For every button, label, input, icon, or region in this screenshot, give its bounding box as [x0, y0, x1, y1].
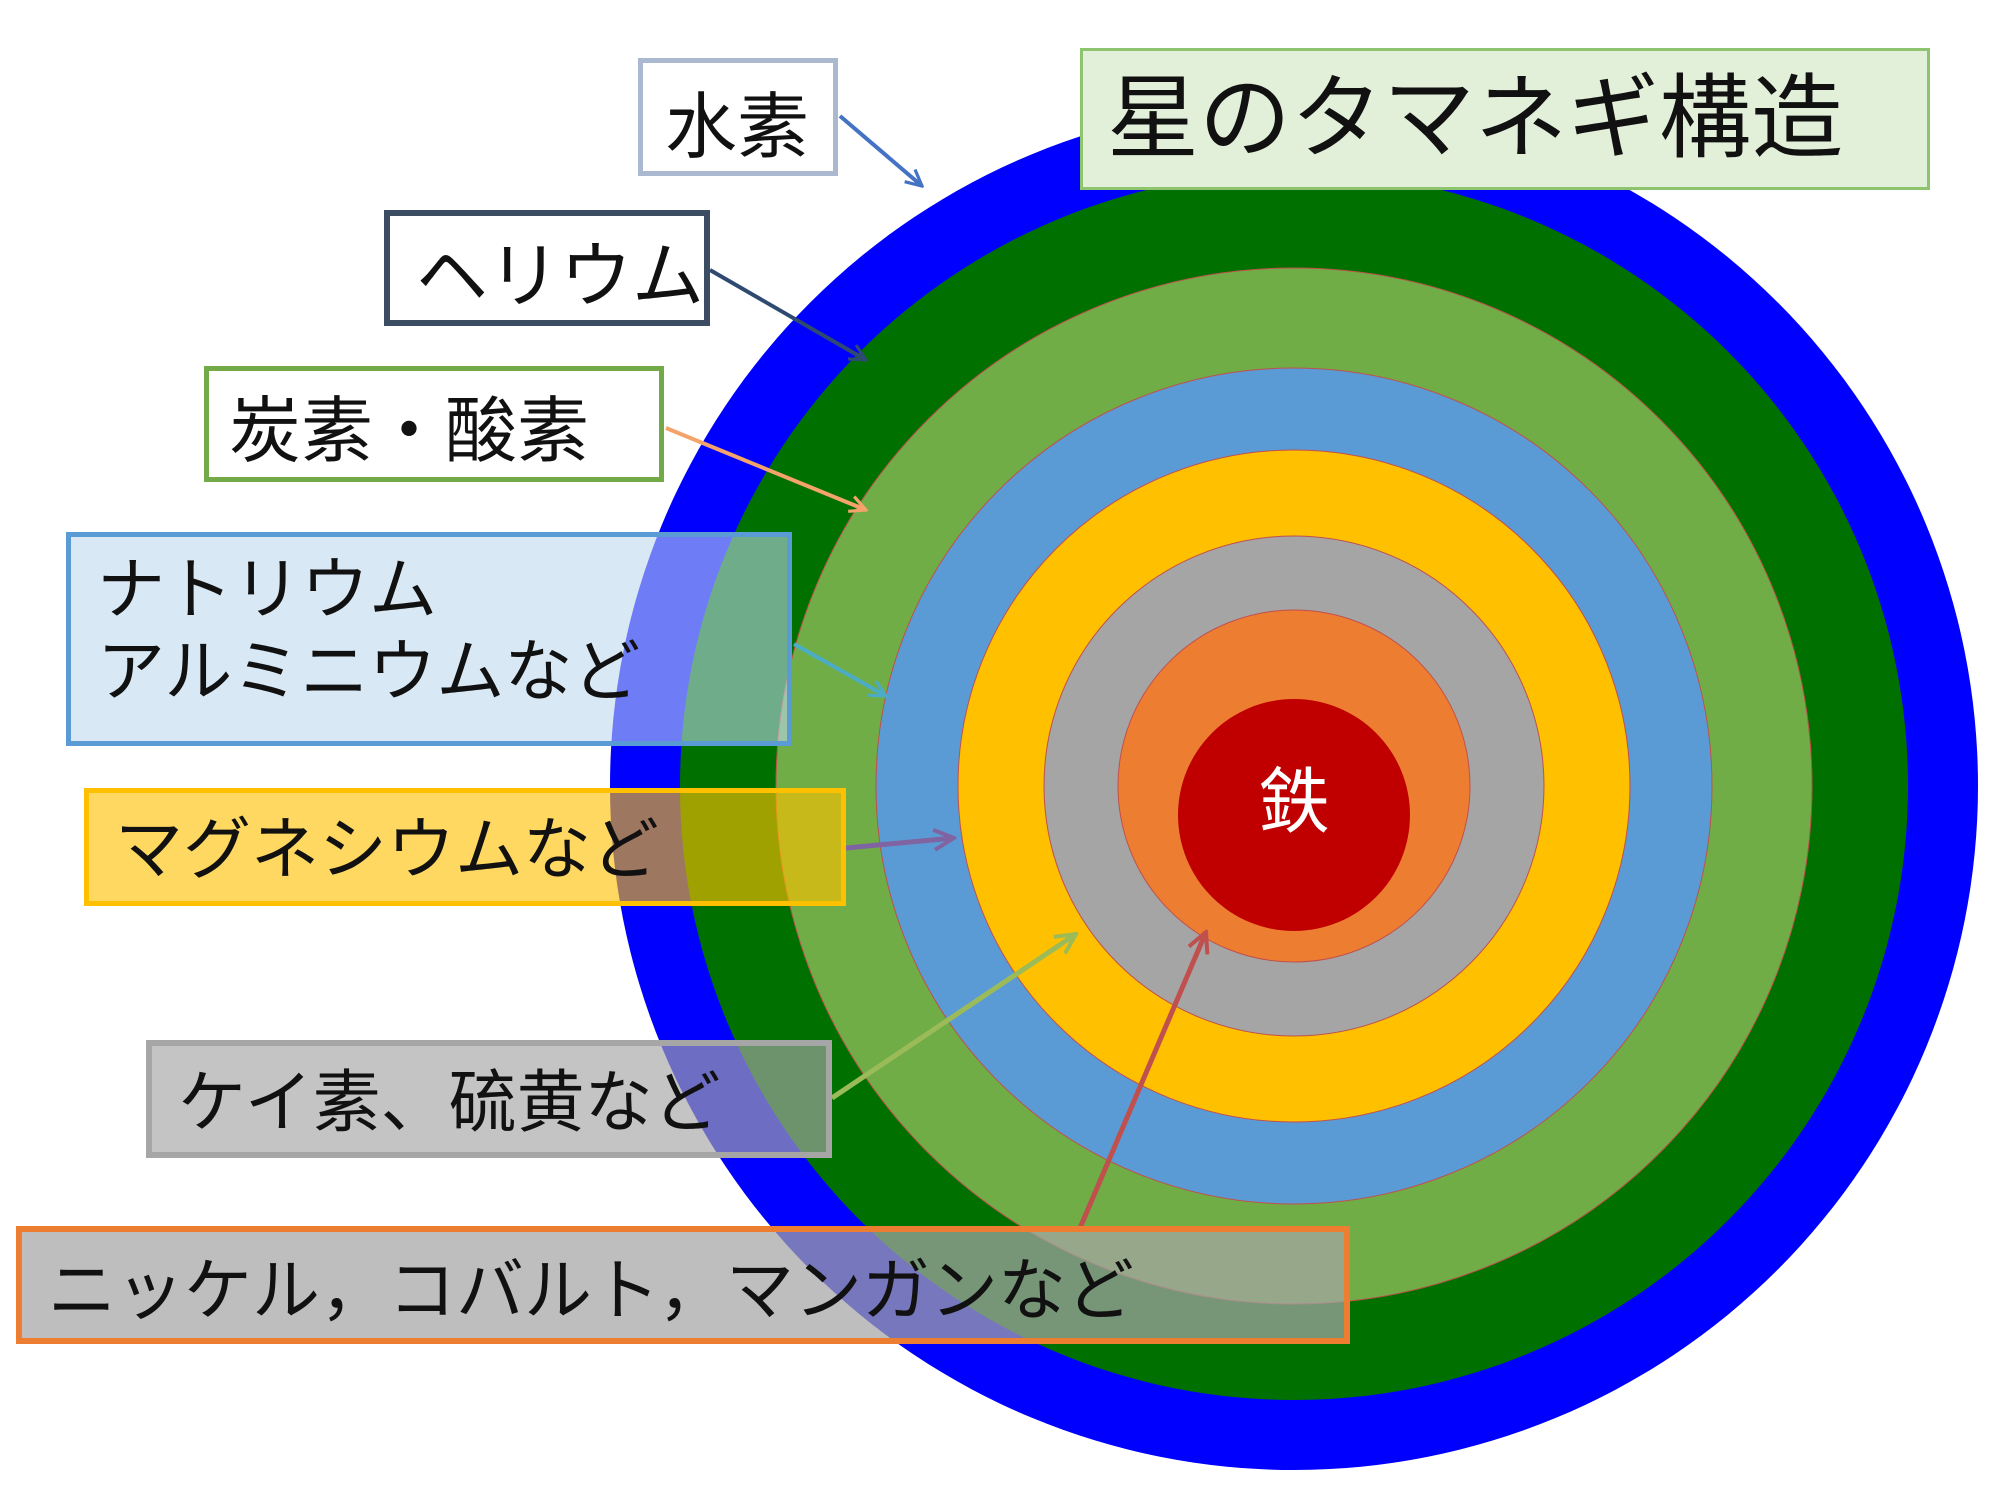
core-iron [1178, 699, 1410, 931]
pointer-arrows [665, 114, 1206, 1229]
label-line: ナトリウム [97, 551, 438, 630]
arrow-silicon-sulfur [830, 934, 1076, 1101]
label-line: ケイ素、硫黄など [178, 1064, 721, 1143]
arrow-magnesium [845, 838, 954, 848]
label-line: アルミニウムなど [97, 633, 641, 712]
label-helium: ヘリウム [384, 210, 710, 326]
label-sodium-aluminium: ナトリウム アルミニウムなど [66, 532, 792, 746]
label-carbon-oxygen: 炭素・酸素 [204, 366, 664, 482]
label-line: 水素 [665, 85, 810, 169]
arrow-carbon-oxygen [665, 426, 866, 510]
label-hydrogen: 水素 [638, 58, 838, 176]
arrow-nickel-cobalt-manganese [1077, 932, 1206, 1229]
label-line: ニッケル，コバルト，マンガンなど [48, 1252, 1134, 1331]
star-layers [610, 102, 1978, 1470]
arrow-hydrogen [838, 114, 922, 186]
label-nickel-cobalt-manganese: ニッケル，コバルト，マンガンなど [16, 1226, 1350, 1344]
page-title: 星のタマネギ構造 [1080, 48, 1930, 190]
label-line: 炭素・酸素 [229, 389, 590, 473]
label-line: ヘリウム [416, 234, 705, 318]
label-magnesium: マグネシウムなど [84, 788, 846, 906]
core-label: 鉄 [1257, 760, 1330, 844]
arrow-sodium-aluminium [793, 642, 886, 696]
label-silicon-sulfur: ケイ素、硫黄など [146, 1040, 832, 1158]
arrow-helium [709, 268, 866, 360]
label-line: マグネシウムなど [115, 811, 660, 890]
